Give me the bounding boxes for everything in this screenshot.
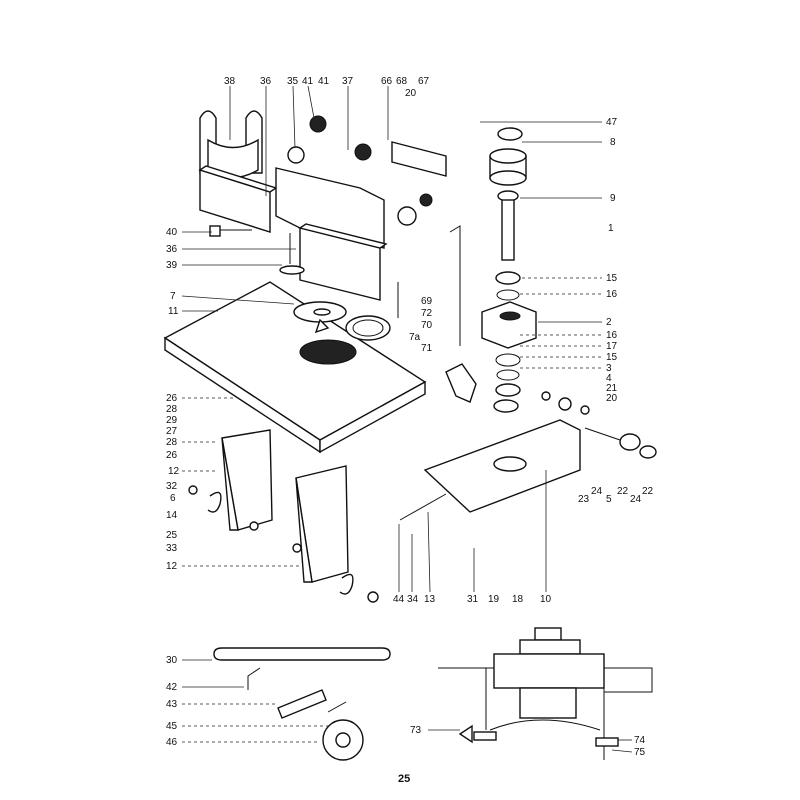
label-left-26b: 26	[166, 450, 178, 461]
label-right-47: 47	[606, 117, 618, 128]
label-43: 43	[166, 699, 178, 710]
label-18: 18	[512, 594, 524, 605]
table	[163, 281, 427, 454]
label-75: 75	[634, 747, 646, 758]
label-left-12: 12	[168, 466, 180, 477]
label-31: 31	[467, 594, 479, 605]
label-left-39: 39	[166, 260, 178, 271]
label-top-66: 66	[381, 76, 393, 87]
blade-key	[277, 689, 327, 719]
label-70: 70	[421, 320, 433, 331]
spindle-housing	[481, 301, 537, 349]
label-left-7: 7	[170, 291, 176, 302]
label-10: 10	[540, 594, 552, 605]
label-23: 23	[578, 494, 590, 505]
fence-assembly	[198, 110, 447, 318]
label-top-41b: 41	[318, 76, 330, 87]
label-right-2: 2	[606, 317, 612, 328]
label-right-8: 8	[610, 137, 616, 148]
label-left-33: 33	[166, 543, 178, 554]
cover-plate	[391, 141, 447, 177]
label-left-25: 25	[166, 530, 178, 541]
label-22b: 22	[642, 486, 654, 497]
label-left-29: 29	[166, 415, 178, 426]
carriage	[399, 419, 657, 521]
label-right-17: 17	[606, 341, 618, 352]
label-46: 46	[166, 737, 178, 748]
label-right-21: 21	[606, 383, 618, 394]
accessories	[213, 647, 391, 761]
label-right-20: 20	[606, 393, 618, 404]
label-69: 69	[421, 296, 433, 307]
label-24b: 24	[630, 494, 642, 505]
label-left-27: 27	[166, 426, 178, 437]
detail-view	[438, 627, 653, 760]
label-top-35: 35	[287, 76, 299, 87]
label-22: 22	[617, 486, 629, 497]
label-top-38: 38	[224, 76, 236, 87]
label-13: 13	[424, 594, 436, 605]
label-19: 19	[488, 594, 500, 605]
label-top-68: 68	[396, 76, 408, 87]
belt	[213, 647, 391, 661]
label-left-28: 28	[166, 404, 178, 415]
label-top-20: 20	[405, 88, 417, 99]
label-73: 73	[410, 725, 422, 736]
label-right-15: 15	[606, 273, 618, 284]
label-top-36: 36	[260, 76, 272, 87]
label-72: 72	[421, 308, 433, 319]
label-left-36: 36	[166, 244, 178, 255]
label-top-41a: 41	[302, 76, 314, 87]
part-labels: 38 36 35 41 41 37 66 68 67 20 47 8 9 1 1…	[166, 76, 654, 785]
label-left-26: 26	[166, 393, 178, 404]
label-7a: 7a	[409, 332, 421, 343]
label-left-12b: 12	[166, 561, 178, 572]
label-left-11: 11	[168, 306, 179, 317]
page-number: 25	[398, 773, 410, 785]
label-71: 71	[421, 343, 433, 354]
label-right-15b: 15	[606, 352, 618, 363]
leader-lines	[181, 85, 633, 753]
label-left-32: 32	[166, 481, 178, 492]
label-right-3: 3	[606, 363, 612, 374]
legs	[188, 429, 379, 603]
label-24: 24	[591, 486, 603, 497]
label-right-9: 9	[610, 193, 616, 204]
label-right-16b: 16	[606, 330, 618, 341]
label-74: 74	[634, 735, 646, 746]
label-left-14: 14	[166, 510, 178, 521]
label-42: 42	[166, 682, 178, 693]
label-right-1: 1	[608, 223, 614, 234]
label-34: 34	[407, 594, 419, 605]
label-30: 30	[166, 655, 178, 666]
label-right-16: 16	[606, 289, 618, 300]
label-right-4: 4	[606, 373, 612, 384]
label-45: 45	[166, 721, 178, 732]
label-left-6: 6	[170, 493, 176, 504]
label-top-67: 67	[418, 76, 430, 87]
label-44: 44	[393, 594, 405, 605]
label-left-28b: 28	[166, 437, 178, 448]
label-5: 5	[606, 494, 612, 505]
detail-housing	[493, 653, 605, 689]
label-top-37: 37	[342, 76, 354, 87]
label-left-40: 40	[166, 227, 178, 238]
spindle-assembly	[445, 127, 590, 415]
